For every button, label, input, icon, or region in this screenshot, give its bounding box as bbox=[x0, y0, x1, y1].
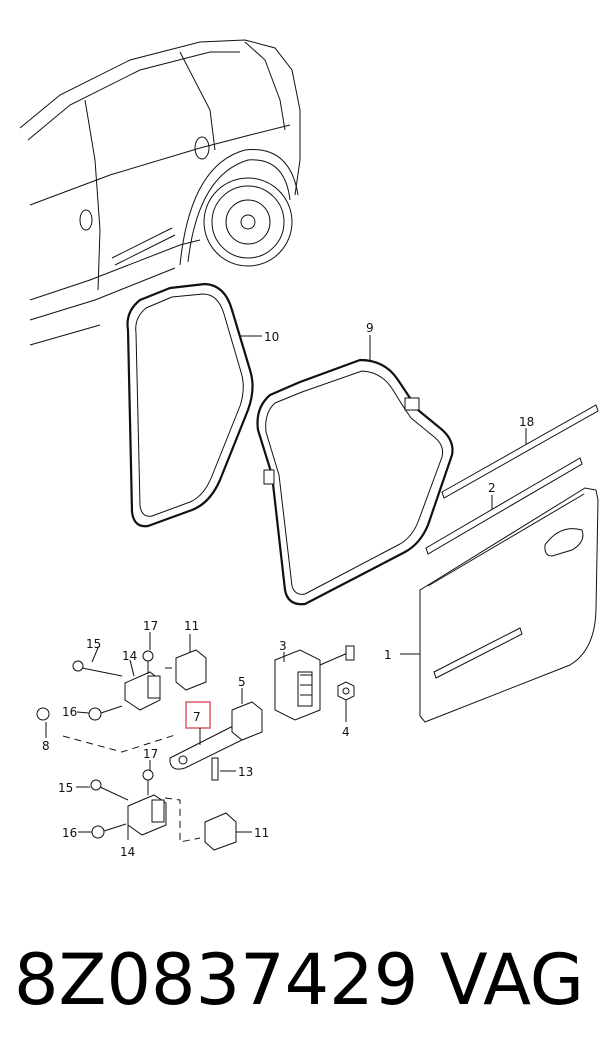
callout-16-upper: 16 bbox=[62, 705, 77, 719]
door-seal bbox=[256, 335, 454, 606]
door-check-assembly bbox=[62, 645, 355, 781]
car-body-outline bbox=[19, 39, 301, 346]
callout-17-upper: 17 bbox=[143, 619, 158, 633]
callout-7: 7 bbox=[193, 710, 201, 724]
footer: 8Z0837429 VAG bbox=[0, 930, 600, 1030]
trim-strips bbox=[425, 404, 599, 555]
callout-15-upper: 15 bbox=[86, 637, 101, 651]
callout-13: 13 bbox=[238, 765, 253, 779]
callout-11-upper: 11 bbox=[184, 619, 199, 633]
callout-9: 9 bbox=[366, 321, 374, 335]
callout-18: 18 bbox=[519, 415, 534, 429]
brand-label: VAG bbox=[439, 939, 584, 1021]
upper-hinge-assembly bbox=[36, 632, 207, 738]
part-number: 8Z0837429 bbox=[14, 939, 419, 1021]
callout-15-lower: 15 bbox=[58, 781, 73, 795]
callout-5: 5 bbox=[238, 675, 246, 689]
callout-2: 2 bbox=[488, 481, 496, 495]
callout-1: 1 bbox=[384, 648, 392, 662]
callout-3: 3 bbox=[279, 639, 287, 653]
callout-11-lower: 11 bbox=[254, 826, 269, 840]
callout-labels: 1 2 3 4 5 7 8 9 10 11 11 13 14 14 15 15 … bbox=[42, 321, 534, 859]
callout-8: 8 bbox=[42, 739, 50, 753]
callout-14-lower: 14 bbox=[120, 845, 135, 859]
callout-4: 4 bbox=[342, 725, 350, 739]
callout-17-lower: 17 bbox=[143, 747, 158, 761]
highlight-box-7 bbox=[185, 701, 211, 729]
callout-14-upper: 14 bbox=[122, 649, 137, 663]
parts-diagram: 1 2 3 4 5 7 8 9 10 11 11 13 14 14 15 15 … bbox=[19, 39, 599, 859]
door-aperture-seal bbox=[126, 282, 262, 528]
callout-10: 10 bbox=[264, 330, 279, 344]
door-panel bbox=[400, 487, 599, 723]
callout-16-lower: 16 bbox=[62, 826, 77, 840]
lower-hinge-assembly bbox=[76, 760, 252, 851]
